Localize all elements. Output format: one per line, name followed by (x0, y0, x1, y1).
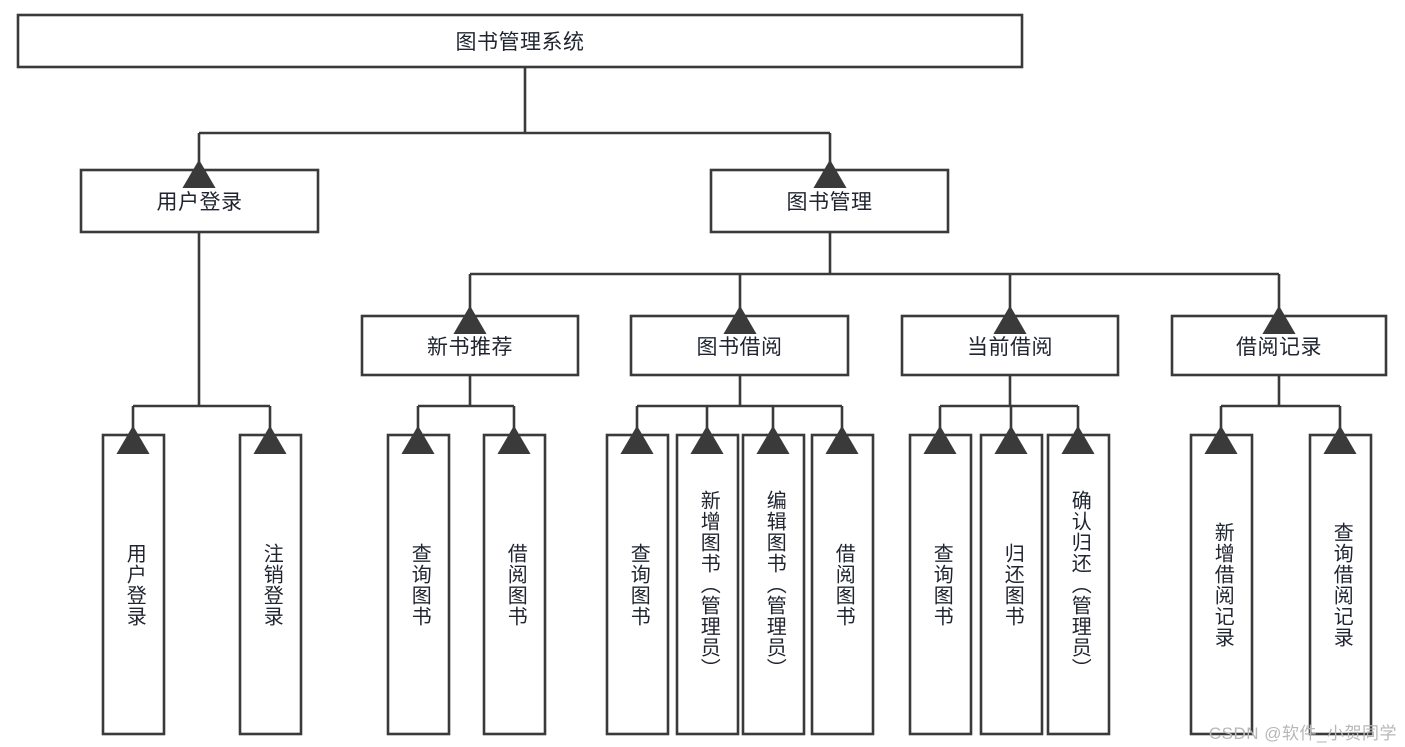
node-box-user-login[interactable] (79, 168, 320, 234)
leaf-box-user-login-1[interactable] (238, 433, 303, 736)
leaf-box-current-borrow-2[interactable] (1046, 433, 1111, 736)
watermark-text: CSDN @软件_小贺同学 (1208, 724, 1397, 743)
leaf-box-book-borrow-3[interactable] (810, 433, 875, 736)
leaf-box-new-book-1[interactable] (482, 433, 547, 736)
node-box-book-management[interactable] (709, 168, 950, 234)
node-box-borrow-records[interactable] (1170, 314, 1388, 377)
node-box-root[interactable] (16, 13, 1024, 69)
leaf-box-user-login-0[interactable] (101, 433, 166, 736)
leaf-box-book-borrow-0[interactable] (605, 433, 670, 736)
leaf-box-borrow-records-0[interactable] (1189, 433, 1254, 736)
leaf-box-current-borrow-1[interactable] (979, 433, 1044, 736)
leaf-box-book-borrow-2[interactable] (741, 433, 806, 736)
node-box-book-borrow[interactable] (629, 314, 850, 377)
node-box-current-borrow[interactable] (900, 314, 1120, 377)
leaf-box-book-borrow-1[interactable] (675, 433, 740, 736)
leaf-box-new-book-0[interactable] (386, 433, 451, 736)
node-box-new-book-recommend[interactable] (360, 314, 580, 377)
leaf-box-borrow-records-1[interactable] (1308, 433, 1373, 736)
leaf-box-current-borrow-0[interactable] (908, 433, 973, 736)
